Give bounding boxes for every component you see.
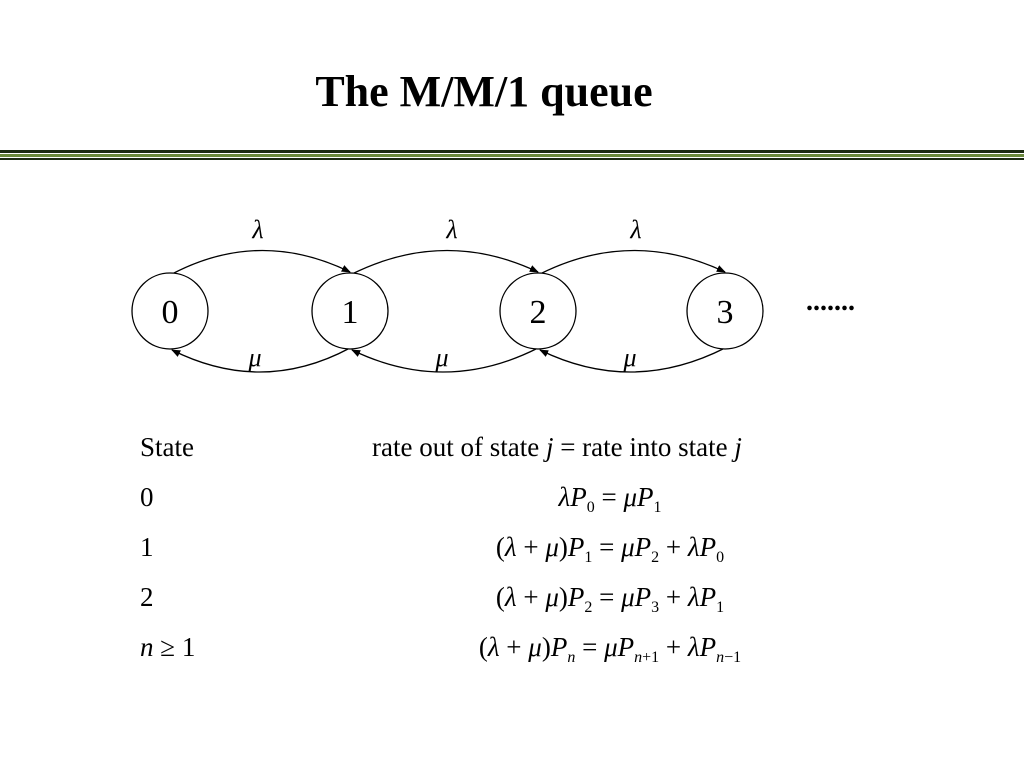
state-cell-1: 1	[140, 532, 154, 562]
slide-title: The M/M/1 queue	[315, 67, 653, 116]
state-transition-diagram: 0 1 2 3 λ λ λ μ μ μ .......	[131, 215, 855, 373]
balance-equation-1: (λ + μ)P1 = μP2 + λP0	[495, 532, 725, 566]
balance-column-header: rate out of state j = rate into state j	[372, 432, 742, 462]
state-column-header: State	[140, 432, 194, 462]
service-arc-2-1	[351, 347, 539, 373]
balance-equation-0: λP0 = μP1	[558, 482, 662, 516]
divider-line-accent	[0, 154, 1024, 157]
state-node-label-0: 0	[162, 294, 179, 331]
service-rate-label: μ	[622, 343, 636, 372]
state-cell-2: 2	[140, 582, 154, 612]
service-arc-3-2	[539, 347, 726, 373]
state-node-0	[131, 272, 209, 350]
state-node-label-3: 3	[717, 294, 734, 331]
state-node-2	[499, 272, 577, 350]
arrival-rate-label: λ	[251, 215, 263, 244]
service-rate-label: μ	[247, 343, 261, 372]
service-arc-1-0	[171, 347, 351, 373]
state-cell-n: n ≥ 1	[140, 632, 196, 662]
state-node-1	[311, 272, 389, 350]
service-rate-label: μ	[434, 343, 448, 372]
state-cell-0: 0	[140, 482, 154, 512]
balance-equation-2: (λ + μ)P2 = μP3 + λP1	[495, 582, 725, 616]
arrival-arc-0-1	[171, 249, 351, 275]
state-node-label-1: 1	[342, 294, 359, 331]
divider-line-bottom	[0, 158, 1024, 160]
state-node-3	[686, 272, 764, 350]
balance-equation-n: (λ + μ)Pn = μPn+1 + λPn−1	[478, 632, 742, 666]
arrival-rate-label: λ	[445, 215, 457, 244]
arrival-arc-1-2	[351, 249, 539, 275]
arrival-arc-2-3	[539, 249, 726, 275]
divider-line	[0, 150, 1024, 153]
state-node-label-2: 2	[530, 294, 547, 331]
continuation-ellipsis: .......	[806, 286, 855, 317]
arrival-rate-label: λ	[629, 215, 641, 244]
